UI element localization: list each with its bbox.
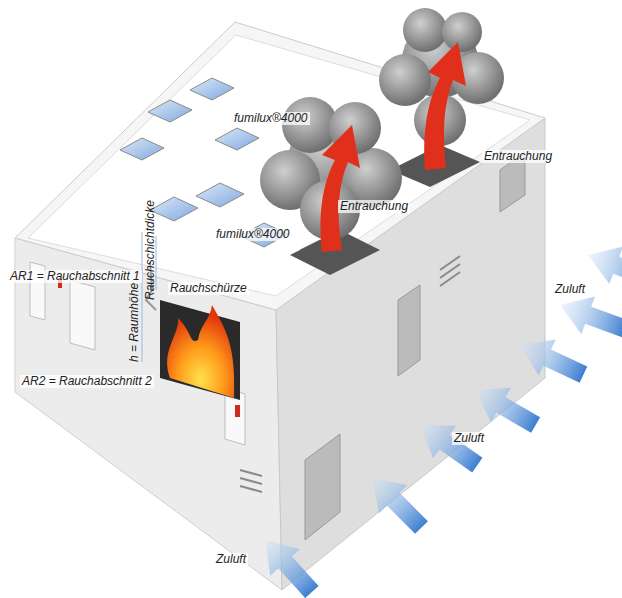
zone-label: AR2 = Rauchabschnitt 2 — [20, 375, 154, 388]
flow-label: Zuluft — [452, 432, 486, 445]
product-label: fumilux®4000 — [232, 112, 310, 125]
product-label: fumilux®4000 — [214, 228, 292, 241]
zone-label: AR1 = Rauchabschnitt 1 — [8, 270, 142, 283]
flow-label: Entrauchung — [482, 150, 554, 163]
flow-label: Zuluft — [214, 553, 248, 566]
flow-label: Entrauchung — [338, 200, 410, 213]
part-label: Rauchschürze — [168, 282, 249, 295]
dimension-label: Rauchschichtdicke — [144, 200, 157, 300]
flow-label: Zuluft — [553, 283, 587, 296]
dimension-label: h = Raumhöhe — [128, 283, 141, 362]
